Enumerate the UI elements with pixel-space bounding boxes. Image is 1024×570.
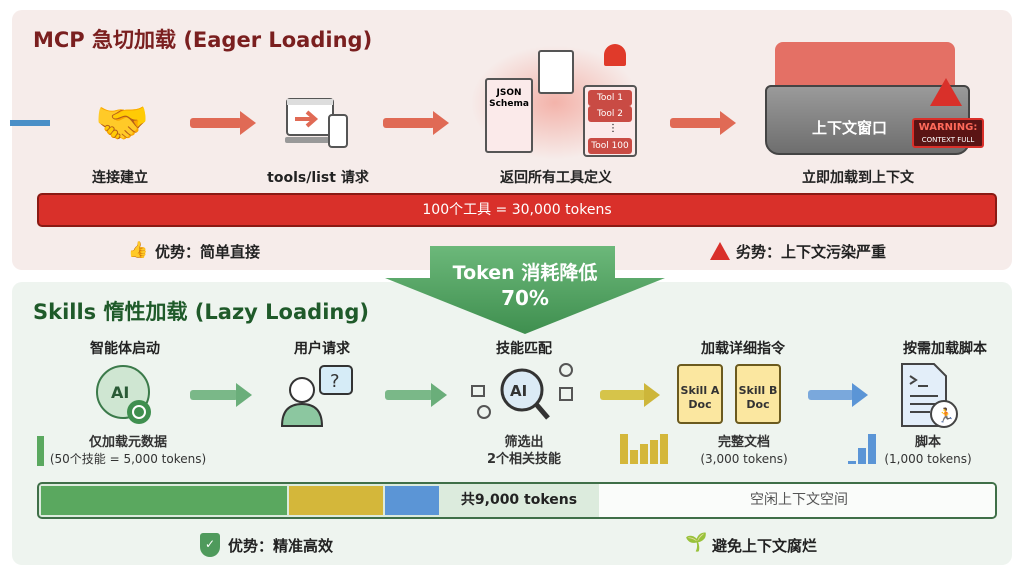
step-sub: 2个相关技能: [486, 452, 562, 467]
user-question-icon: ?: [280, 362, 356, 428]
svg-text:🏃: 🏃: [937, 407, 954, 424]
ai-search-icon: AI: [470, 362, 580, 430]
svg-text:AI: AI: [510, 382, 527, 400]
ellipsis: ⋮: [608, 123, 618, 134]
tool-item: Tool 1: [588, 90, 632, 106]
arrow-icon: [670, 111, 736, 135]
svg-text:?: ?: [330, 371, 340, 392]
lazy-benefit: 避免上下文腐烂: [712, 537, 818, 555]
step-label: 智能体启动: [90, 341, 160, 357]
segment-metadata: [41, 486, 287, 515]
reduction-percent: 70%: [501, 286, 549, 310]
overflowing-documents-icon: [775, 42, 955, 92]
reduction-arrow-icon: [385, 246, 665, 334]
ai-brain-icon: AI: [95, 362, 155, 428]
hand-plant-icon: 🌱: [685, 532, 708, 553]
tool-item: Tool 100: [588, 138, 632, 154]
arrow-icon: [600, 383, 660, 407]
script-icon: 🏃: [898, 362, 962, 430]
devices-icon: [285, 95, 349, 151]
shield-check-icon: ✓: [200, 533, 220, 557]
warning-title: WARNING:: [918, 122, 978, 133]
arrow-icon: [808, 383, 868, 407]
step-label: 返回所有工具定义: [500, 170, 612, 186]
step-sub: (1,000 tokens): [884, 452, 972, 466]
tool-item: Tool 2: [588, 106, 632, 122]
arrow-icon: [190, 383, 252, 407]
warning-sub: CONTEXT FULL: [921, 136, 975, 144]
lazy-pro: 优势：精准高效: [228, 537, 334, 555]
handshake-icon: 🤝: [94, 97, 150, 149]
segment-docs: [289, 486, 383, 515]
warning-icon: [930, 78, 962, 106]
alarm-light-icon: [604, 44, 626, 66]
document-icon: [538, 50, 574, 94]
step-label: tools/list 请求: [267, 170, 369, 186]
docs-level-bars: [620, 434, 670, 468]
step-label: 用户请求: [294, 341, 350, 357]
step-label: 连接建立: [92, 170, 148, 186]
step-sub: 完整文档: [717, 435, 771, 450]
free-space: 空闲上下文空间: [599, 484, 995, 517]
step-label: 按需加载脚本: [903, 341, 987, 357]
arrow-icon: [385, 383, 447, 407]
thumbs-up-icon: 👍: [128, 240, 148, 259]
step-sub: 脚本: [914, 435, 942, 450]
warning-icon: [710, 242, 730, 260]
metadata-level-bar: [37, 436, 44, 466]
lazy-title: Skills 惰性加载 (Lazy Loading): [33, 300, 369, 324]
script-level-bars: [848, 434, 878, 468]
doc-label: Skill A: [680, 384, 720, 397]
segment-scripts: [385, 486, 439, 515]
step-sub: (3,000 tokens): [700, 452, 788, 466]
step-label: 立即加载到上下文: [802, 170, 914, 186]
eager-title: MCP 急切加载 (Eager Loading): [33, 28, 373, 52]
doc-label: Doc: [688, 398, 712, 411]
schema-label: JSON: [496, 88, 522, 98]
schema-label: Schema: [489, 99, 529, 109]
tray-label: 上下文窗口: [812, 119, 888, 137]
step-label: 加载详细指令: [701, 341, 785, 357]
doc-label: Skill B: [738, 384, 778, 397]
step-label: 技能匹配: [496, 341, 552, 357]
step-sub: 筛选出: [504, 435, 544, 450]
eager-con: 劣势：上下文污染严重: [736, 243, 887, 261]
reduction-text: Token 消耗降低: [452, 262, 598, 284]
eager-pro: 优势：简单直接: [155, 243, 261, 261]
step-sub: (50个技能 = 5,000 tokens): [49, 452, 207, 466]
doc-label: Doc: [746, 398, 770, 411]
warning-badge: WARNING: CONTEXT FULL: [912, 118, 984, 148]
lazy-token-bar: 共9,000 tokens 空闲上下文空间: [37, 482, 997, 519]
eager-token-bar: 100个工具 = 30,000 tokens: [37, 193, 997, 227]
step-sub: 仅加载元数据: [88, 435, 168, 450]
total-tokens: 共9,000 tokens: [460, 492, 578, 508]
svg-text:AI: AI: [111, 383, 129, 402]
arrow-icon: [383, 111, 449, 135]
arrow-icon: [190, 111, 256, 135]
cable-icon: [10, 120, 50, 126]
